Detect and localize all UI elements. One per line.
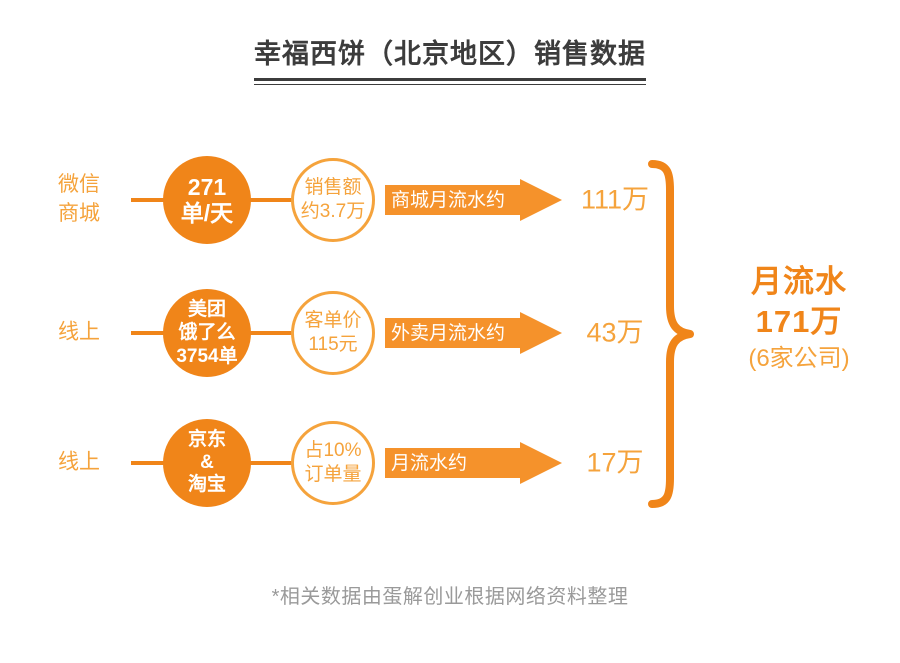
metric-circle: 271 单/天 <box>163 156 251 244</box>
summary-label: 月流水 <box>751 264 847 299</box>
detail-circle: 占10% 订单量 <box>291 421 375 505</box>
connector-line-metric-to-detail <box>250 198 295 202</box>
connector-line-metric-to-detail <box>250 461 295 465</box>
channel-row-wechat: 微信 商城 271 单/天 销售额 约3.7万 商城月流水约 111万 <box>0 135 900 265</box>
arrow-shaft: 月流水约 <box>385 448 527 478</box>
connector-line-label-to-metric <box>131 461 169 465</box>
channel-label: 微信 商城 <box>58 173 100 225</box>
arrow-label: 商城月流水约 <box>391 189 506 211</box>
flow-arrow: 外卖月流水约 <box>385 312 562 354</box>
channel-row-meituan-eleme: 线上 美团 饿了么 3754单 客单价 115元 外卖月流水约 43万 <box>0 268 900 398</box>
arrow-label: 月流水约 <box>391 452 468 474</box>
summary-total: 月流水 171万 (6家公司) <box>700 262 898 377</box>
arrow-label: 外卖月流水约 <box>391 322 506 344</box>
arrow-head-icon <box>520 312 562 354</box>
arrow-head-icon <box>520 442 562 484</box>
arrow-shaft: 外卖月流水约 <box>385 318 527 348</box>
channel-label: 线上 <box>58 320 100 344</box>
title-container: 幸福西饼（北京地区）销售数据 <box>0 38 900 85</box>
arrow-head-icon <box>520 179 562 221</box>
connector-line-label-to-metric <box>131 331 169 335</box>
arrow-shaft: 商城月流水约 <box>385 185 527 215</box>
detail-circle: 客单价 115元 <box>291 291 375 375</box>
row-value: 17万 <box>586 447 644 478</box>
flow-arrow: 月流水约 <box>385 442 562 484</box>
page-title: 幸福西饼（北京地区）销售数据 <box>254 38 646 85</box>
source-note: *相关数据由蛋解创业根据网络资料整理 <box>271 586 629 608</box>
curly-brace-icon <box>648 160 694 508</box>
metric-circle: 京东 & 淘宝 <box>163 419 251 507</box>
summary-value: 171万 <box>755 303 843 339</box>
channel-row-jd-taobao: 线上 京东 & 淘宝 占10% 订单量 月流水约 17万 <box>0 398 900 528</box>
row-value: 43万 <box>586 317 644 348</box>
summary-note: (6家公司) <box>748 345 850 373</box>
flow-arrow: 商城月流水约 <box>385 179 562 221</box>
metric-circle: 美团 饿了么 3754单 <box>163 289 251 377</box>
detail-circle: 销售额 约3.7万 <box>291 158 375 242</box>
row-value: 111万 <box>580 184 650 215</box>
channel-label: 线上 <box>58 450 100 474</box>
connector-line-label-to-metric <box>131 198 169 202</box>
connector-line-metric-to-detail <box>250 331 295 335</box>
